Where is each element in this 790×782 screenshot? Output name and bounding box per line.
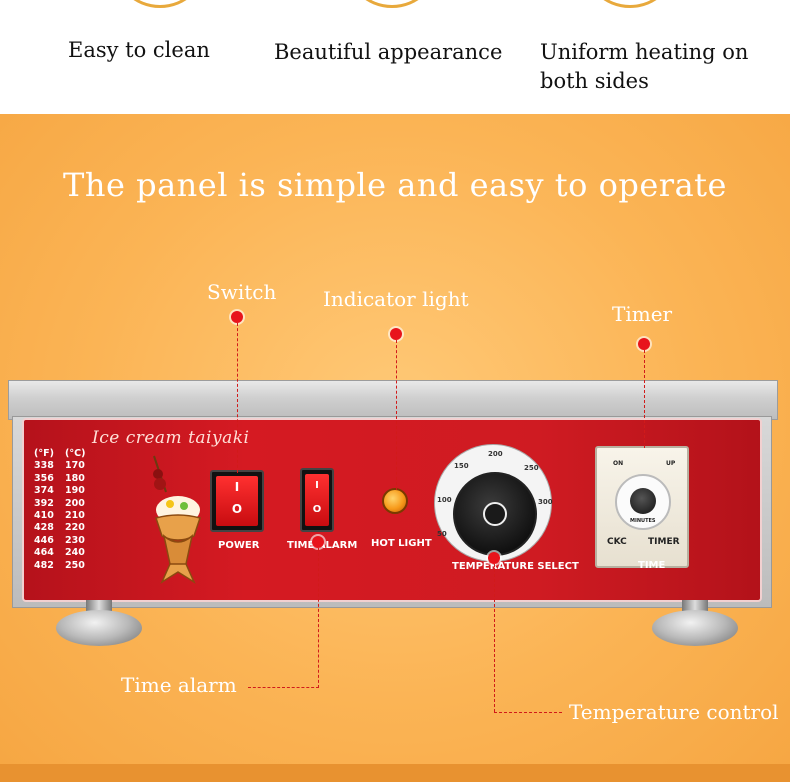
temp-row: 482 250 bbox=[34, 560, 85, 572]
switch-off-glyph: O bbox=[231, 502, 243, 516]
knob-pointer-icon bbox=[483, 502, 507, 526]
timer-on-label: ON bbox=[613, 460, 624, 467]
section-headline: The panel is simple and easy to operate bbox=[63, 166, 727, 204]
temp-f: 428 bbox=[34, 522, 54, 534]
callout-indicator-light: Indicator light bbox=[323, 287, 469, 311]
bottom-band bbox=[0, 764, 790, 782]
timer-model: TIMER bbox=[648, 537, 680, 547]
machine-foot-right bbox=[652, 600, 738, 646]
temp-f: 464 bbox=[34, 547, 54, 559]
dial-number: 200 bbox=[488, 450, 503, 458]
time-alarm-switch[interactable]: I O bbox=[305, 474, 329, 526]
feature-strip: Easy to clean Beautiful appearance Unifo… bbox=[0, 0, 790, 114]
timer-minutes-label: MINUTES bbox=[630, 518, 656, 524]
hot-light-indicator bbox=[382, 488, 408, 514]
feature-uniform-heating: Uniform heating on both sides bbox=[540, 40, 749, 93]
feature-beautiful-appearance: Beautiful appearance bbox=[274, 40, 503, 64]
power-label: POWER bbox=[218, 540, 260, 551]
panel-brand-title: Ice cream taiyaki bbox=[92, 428, 250, 448]
temp-c: 190 bbox=[65, 485, 85, 497]
temp-c: 170 bbox=[65, 460, 85, 472]
hot-light-label: HOT LIGHT bbox=[371, 538, 432, 549]
temp-f: 410 bbox=[34, 510, 54, 522]
temperature-select-label: TEMPERATURE SELECT bbox=[452, 561, 579, 572]
machine-lid bbox=[8, 380, 778, 420]
leader-temperature-horizontal bbox=[494, 712, 562, 713]
temp-f: 374 bbox=[34, 485, 54, 497]
temp-row: 428 220 bbox=[34, 522, 85, 534]
feature-ring-1 bbox=[112, 0, 208, 8]
temp-row: 338 170 bbox=[34, 460, 85, 472]
dial-number: 50 bbox=[437, 530, 447, 538]
callout-dot-indicator bbox=[390, 328, 402, 340]
temp-row: 446 230 bbox=[34, 535, 85, 547]
temp-c: 250 bbox=[65, 559, 85, 571]
callout-time-alarm: Time alarm bbox=[121, 673, 237, 697]
callout-dot-timer bbox=[638, 338, 650, 350]
leader-time-alarm-horizontal bbox=[248, 687, 319, 688]
dial-number: 100 bbox=[437, 496, 452, 504]
temperature-conversion-table: (°F) (°C) 338 170 356 180 374 190 392 200 41… bbox=[34, 448, 85, 572]
temp-c: 200 bbox=[65, 497, 85, 509]
feature-ring-3 bbox=[582, 0, 678, 8]
temp-f: 356 bbox=[34, 472, 54, 484]
temp-c: 180 bbox=[65, 472, 85, 484]
feature-easy-clean: Easy to clean bbox=[68, 38, 210, 62]
temp-row: 392 200 bbox=[34, 498, 85, 510]
temp-row: 464 240 bbox=[34, 547, 85, 559]
temp-c: 220 bbox=[65, 522, 85, 534]
dial-number: 250 bbox=[524, 464, 539, 472]
callout-temperature-control: Temperature control bbox=[569, 700, 779, 724]
leader-time-alarm-vertical bbox=[318, 548, 319, 688]
callout-switch: Switch bbox=[207, 280, 277, 304]
switch-off-glyph: O bbox=[312, 504, 322, 515]
power-switch[interactable]: I O bbox=[216, 476, 258, 526]
switch-on-glyph: I bbox=[234, 480, 240, 494]
callout-dot-temperature bbox=[488, 552, 500, 564]
time-label: TIME bbox=[638, 560, 666, 571]
temp-row: 410 210 bbox=[34, 510, 85, 522]
leader-timer bbox=[644, 350, 645, 448]
callout-dot-switch bbox=[231, 311, 243, 323]
timer-knob[interactable] bbox=[630, 488, 656, 514]
callout-timer: Timer bbox=[612, 302, 673, 326]
temp-row: 374 190 bbox=[34, 485, 85, 497]
dial-number: 150 bbox=[454, 462, 469, 470]
leader-temperature-vertical bbox=[494, 564, 495, 712]
taiyaki-ice-cream-illustration bbox=[153, 455, 201, 584]
switch-on-glyph: I bbox=[315, 480, 319, 491]
leader-switch bbox=[237, 323, 238, 473]
timer-up-label: UP bbox=[666, 460, 676, 467]
dial-number: 300 bbox=[538, 498, 553, 506]
temp-c: 230 bbox=[65, 534, 85, 546]
callout-dot-time-alarm bbox=[312, 536, 324, 548]
feature-ring-2 bbox=[344, 0, 440, 8]
timer-brand: CKC bbox=[607, 537, 627, 547]
temp-f: 482 bbox=[34, 559, 54, 571]
temp-table-header: (°F) (°C) bbox=[34, 448, 85, 460]
temp-row: 356 180 bbox=[34, 473, 85, 485]
temp-header-c: (°C) bbox=[65, 448, 86, 459]
temp-f: 392 bbox=[34, 497, 54, 509]
temp-c: 240 bbox=[65, 547, 85, 559]
temp-f: 446 bbox=[34, 534, 54, 546]
temp-header-f: (°F) bbox=[34, 448, 54, 459]
machine-foot-left bbox=[56, 600, 142, 646]
leader-indicator bbox=[396, 340, 397, 490]
temp-f: 338 bbox=[34, 460, 54, 472]
temp-c: 210 bbox=[65, 510, 85, 522]
